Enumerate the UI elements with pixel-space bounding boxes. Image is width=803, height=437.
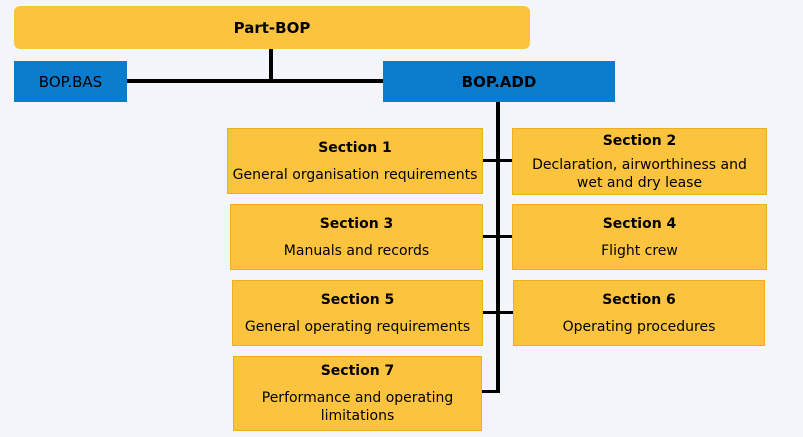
connector-row1 [482,159,514,162]
section-title: Section 5 [320,291,395,308]
section-desc: Operating procedures [562,318,716,335]
section-desc: General operating requirements [244,318,471,335]
root-node: Part-BOP [14,6,530,49]
bas-label: BOP.BAS [38,72,103,91]
section-desc: Manuals and records [283,242,430,259]
section-title: Section 2 [602,132,677,149]
section-title: Section 6 [602,291,676,308]
connector-root-down [269,48,273,81]
connector-horizontal [126,79,385,83]
connector-row4 [482,390,500,393]
bas-node: BOP.BAS [14,61,127,102]
connector-trunk [496,101,500,393]
root-label: Part-BOP [233,18,311,37]
section-node-1: Section 1 General organisation requireme… [227,128,483,194]
section-desc: Declaration, airworthiness and wet and d… [532,156,747,191]
add-node: BOP.ADD [383,61,615,102]
connector-row2 [482,235,514,238]
connector-row3 [482,311,514,314]
section-node-7: Section 7 Performance and operating limi… [233,356,482,431]
section-node-3: Section 3 Manuals and records [230,204,483,270]
section-title: Section 4 [602,215,677,232]
section-title: Section 7 [320,363,395,379]
section-desc: Performance and operating limitations [261,390,454,424]
section-node-6: Section 6 Operating procedures [513,280,765,346]
section-node-4: Section 4 Flight crew [512,204,767,270]
section-node-5: Section 5 General operating requirements [232,280,483,346]
add-label: BOP.ADD [461,72,537,91]
section-title: Section 1 [318,139,392,156]
section-desc: General organisation requirements [232,166,478,183]
section-node-2: Section 2 Declaration, airworthiness and… [512,128,767,195]
section-title: Section 3 [319,215,394,232]
section-desc: Flight crew [601,242,678,259]
